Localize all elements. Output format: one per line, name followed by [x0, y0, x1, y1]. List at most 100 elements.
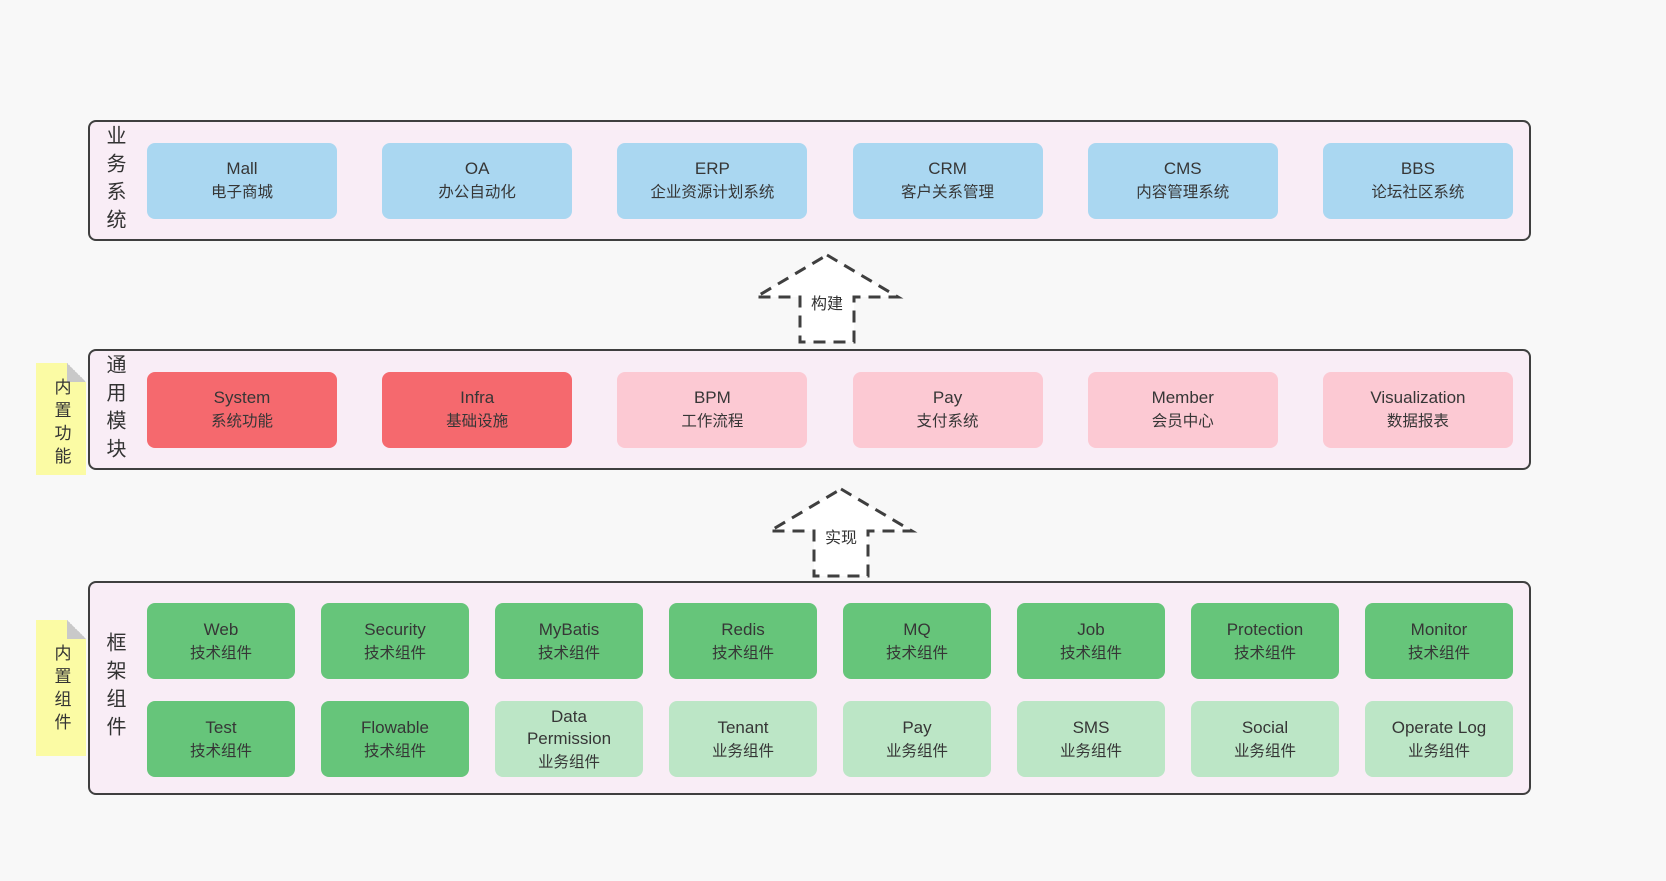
arrow-implement: 实现 [746, 486, 936, 578]
box-title: BBS [1400, 159, 1435, 178]
box-subtitle: 电子商城 [210, 184, 273, 201]
box-title: Pay [932, 388, 963, 407]
box-title: Tenant [717, 717, 769, 737]
box-title: System [213, 388, 271, 407]
box-title: SMS [1072, 717, 1110, 737]
box-title: Visualization [1370, 388, 1466, 407]
box-title: Redis [721, 619, 765, 639]
box-subtitle: 支付系统 [916, 413, 979, 430]
box-title: OA [464, 159, 490, 178]
box-subtitle: 技术组件 [711, 644, 774, 662]
box-title: Infra [460, 388, 495, 407]
arrow-build-label: 构建 [806, 288, 848, 316]
sticky-note-label: 内置功能 [51, 378, 71, 470]
box-subtitle: 内容管理系统 [1136, 184, 1230, 201]
box-title: Job [1077, 619, 1105, 639]
folded-corner-icon [67, 363, 86, 382]
box-monitor: Monitor 技术组件 [1365, 603, 1513, 679]
box-redis: Redis 技术组件 [669, 603, 817, 679]
section-label-business-systems: 业务系统 [103, 124, 125, 237]
box-member: Member 会员中心 [1087, 371, 1278, 448]
arrow-build: 构建 [732, 252, 922, 344]
section-label-common-modules: 通用模块 [103, 353, 125, 466]
box-subtitle: 业务组件 [885, 742, 948, 760]
box-social: Social 业务组件 [1191, 701, 1339, 777]
box-subtitle: 技术组件 [189, 644, 252, 662]
box-security: Security 技术组件 [321, 603, 469, 679]
box-subtitle: 业务组件 [711, 742, 774, 760]
box-title: Operate Log [1391, 717, 1487, 737]
box-mall: Mall 电子商城 [147, 142, 337, 219]
box-title: Protection [1226, 619, 1304, 639]
box-subtitle: 技术组件 [363, 644, 426, 662]
box-mybatis: MyBatis 技术组件 [495, 603, 643, 679]
framework-row-1: Web 技术组件 Security 技术组件 MyBatis 技术组件 Redi… [147, 603, 1513, 679]
box-subtitle: 基础设施 [446, 413, 509, 430]
box-subtitle: 办公自动化 [438, 184, 516, 201]
box-subtitle: 会员中心 [1151, 413, 1214, 430]
arrow-implement-label: 实现 [820, 522, 862, 550]
box-oa: OA 办公自动化 [382, 142, 573, 219]
box-pay-component: Pay 业务组件 [843, 701, 991, 777]
box-system: System 系统功能 [147, 371, 337, 448]
box-title: Pay [902, 717, 932, 737]
box-subtitle: 工作流程 [681, 413, 744, 430]
box-title: MQ [903, 619, 931, 639]
box-tenant: Tenant 业务组件 [669, 701, 817, 777]
box-subtitle: 业务组件 [1407, 742, 1470, 760]
box-bpm: BPM 工作流程 [617, 371, 808, 448]
box-erp: ERP 企业资源计划系统 [617, 142, 808, 219]
section-label-framework-components: 框架组件 [103, 632, 125, 744]
box-subtitle: 论坛社区系统 [1371, 184, 1465, 201]
box-operate-log: Operate Log 业务组件 [1365, 701, 1513, 777]
box-mq: MQ 技术组件 [843, 603, 991, 679]
box-title: BPM [693, 388, 731, 407]
box-title: Flowable [360, 717, 430, 737]
box-title: Social [1241, 717, 1289, 737]
box-subtitle: 企业资源计划系统 [650, 184, 775, 201]
box-subtitle: 系统功能 [210, 413, 273, 430]
box-visualization: Visualization 数据报表 [1322, 371, 1513, 448]
box-job: Job 技术组件 [1017, 603, 1165, 679]
framework-row-2: Test 技术组件 Flowable 技术组件 Data Permission … [147, 701, 1513, 777]
box-title: CMS [1163, 159, 1202, 178]
box-subtitle: 技术组件 [537, 644, 600, 662]
box-title: Data Permission [526, 706, 612, 748]
box-title: Mall [226, 159, 258, 178]
box-sms: SMS 业务组件 [1017, 701, 1165, 777]
box-subtitle: 业务组件 [537, 753, 600, 771]
box-subtitle: 技术组件 [1059, 644, 1122, 662]
section-business-systems: 业务系统 Mall 电子商城 OA 办公自动化 ERP 企业资源计划系统 CRM… [88, 120, 1531, 241]
folded-corner-icon [67, 620, 86, 639]
box-web: Web 技术组件 [147, 603, 295, 679]
section-framework-components: 框架组件 Web 技术组件 Security 技术组件 MyBatis 技术组件… [88, 581, 1531, 795]
box-protection: Protection 技术组件 [1191, 603, 1339, 679]
box-subtitle: 技术组件 [1233, 644, 1296, 662]
business-boxes-row: Mall 电子商城 OA 办公自动化 ERP 企业资源计划系统 CRM 客户关系… [147, 142, 1513, 219]
box-subtitle: 客户关系管理 [901, 184, 995, 201]
box-flowable: Flowable 技术组件 [321, 701, 469, 777]
box-subtitle: 业务组件 [1233, 742, 1296, 760]
box-infra: Infra 基础设施 [382, 371, 573, 448]
box-cms: CMS 内容管理系统 [1087, 142, 1278, 219]
box-subtitle: 技术组件 [1407, 644, 1470, 662]
box-subtitle: 技术组件 [363, 742, 426, 760]
box-title: Web [203, 619, 239, 639]
box-title: Member [1151, 388, 1214, 407]
sticky-note-builtin-features: 内置功能 [36, 363, 86, 475]
modules-boxes-row: System 系统功能 Infra 基础设施 BPM 工作流程 Pay 支付系统… [147, 371, 1513, 448]
box-title: MyBatis [538, 619, 600, 639]
box-crm: CRM 客户关系管理 [852, 142, 1043, 219]
box-title: CRM [928, 159, 967, 178]
sticky-note-builtin-components: 内置组件 [36, 620, 86, 756]
box-pay-module: Pay 支付系统 [852, 371, 1043, 448]
sticky-note-label: 内置组件 [51, 644, 71, 736]
box-subtitle: 业务组件 [1059, 742, 1122, 760]
box-test: Test 技术组件 [147, 701, 295, 777]
box-data-permission: Data Permission 业务组件 [495, 701, 643, 777]
box-title: Monitor [1410, 619, 1468, 639]
box-title: Test [205, 717, 237, 737]
box-subtitle: 数据报表 [1386, 413, 1449, 430]
box-bbs: BBS 论坛社区系统 [1322, 142, 1513, 219]
box-subtitle: 技术组件 [885, 644, 948, 662]
